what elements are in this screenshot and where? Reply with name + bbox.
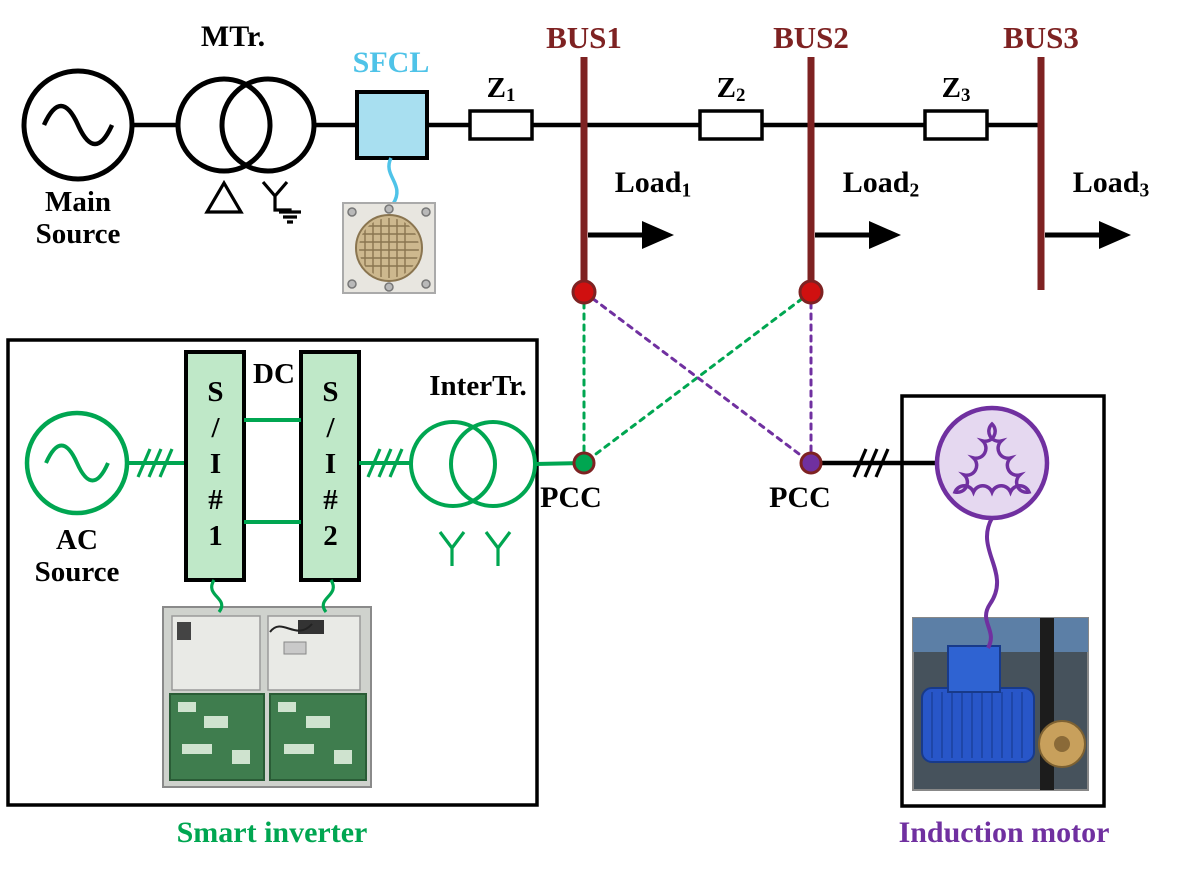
motor-terminal-box bbox=[947, 645, 1001, 693]
smart-inverter-box bbox=[6, 338, 539, 807]
load3-arrow bbox=[1045, 221, 1131, 249]
load1-arrow bbox=[588, 221, 674, 249]
load1-arrow-head bbox=[642, 221, 674, 249]
bus2-tap-dot bbox=[798, 279, 824, 305]
inverter-wire bbox=[269, 623, 313, 633]
si2-box bbox=[299, 350, 361, 582]
si1-box bbox=[184, 350, 246, 582]
link-bus1-pcc-right bbox=[582, 290, 813, 465]
mtr-secondary-circle bbox=[219, 76, 317, 174]
si2-photo-connector bbox=[321, 579, 335, 613]
three-phase-slash-icon-motor bbox=[852, 448, 890, 478]
motor-fins bbox=[931, 692, 1023, 758]
motor-winding-icon bbox=[952, 421, 1032, 497]
inverter-pcb-components bbox=[178, 702, 352, 764]
inverter-breaker-left bbox=[177, 622, 191, 640]
z2-box bbox=[698, 109, 764, 141]
bus1-tap-dot bbox=[571, 279, 597, 305]
main-source-sine-icon bbox=[41, 103, 115, 147]
si1-label: S/I#1 bbox=[199, 376, 232, 556]
load3-arrow-head bbox=[1099, 221, 1131, 249]
induction-motor-photo bbox=[912, 617, 1089, 791]
wye-right-icon bbox=[484, 531, 512, 566]
intertr-symbol bbox=[409, 420, 537, 566]
delta-winding-icon bbox=[204, 179, 244, 214]
induction-motor-symbol bbox=[934, 405, 1050, 521]
mtr-primary-circle bbox=[175, 76, 273, 174]
load2-arrow bbox=[815, 221, 901, 249]
z3-box bbox=[923, 109, 989, 141]
wye-left-icon bbox=[438, 531, 466, 566]
main-source-symbol bbox=[21, 68, 135, 182]
inverter-terminal bbox=[283, 641, 307, 655]
inverter-photo bbox=[162, 606, 372, 788]
motor-pulley-hub bbox=[1054, 736, 1070, 752]
load2-arrow-head bbox=[869, 221, 901, 249]
three-phase-slash-icon-mid bbox=[366, 448, 404, 478]
z1-box bbox=[468, 109, 534, 141]
motor-body bbox=[921, 687, 1035, 763]
sfcl-photo-connector bbox=[387, 157, 399, 205]
sfcl-photo bbox=[342, 202, 436, 294]
pcc-left-dot bbox=[572, 451, 596, 475]
motor-photo-connector bbox=[984, 517, 999, 649]
si1-photo-connector bbox=[210, 579, 224, 613]
pcc-right-dot bbox=[799, 451, 823, 475]
mtr-symbol bbox=[175, 76, 317, 224]
ground-icon bbox=[279, 210, 301, 224]
ac-source-sine-icon bbox=[44, 443, 110, 483]
inverter-breaker-right bbox=[298, 620, 324, 634]
si2-label: S/I#2 bbox=[314, 376, 347, 556]
inverter-pcb-right bbox=[269, 693, 367, 781]
ac-source-symbol bbox=[24, 410, 130, 516]
sfcl-box bbox=[355, 90, 429, 160]
three-phase-slash-icon-left bbox=[136, 448, 174, 478]
induction-motor-box bbox=[900, 394, 1106, 808]
intertr-primary-circle bbox=[409, 420, 497, 508]
sfcl-bolts bbox=[347, 204, 431, 292]
wye-winding-icon bbox=[261, 180, 292, 212]
